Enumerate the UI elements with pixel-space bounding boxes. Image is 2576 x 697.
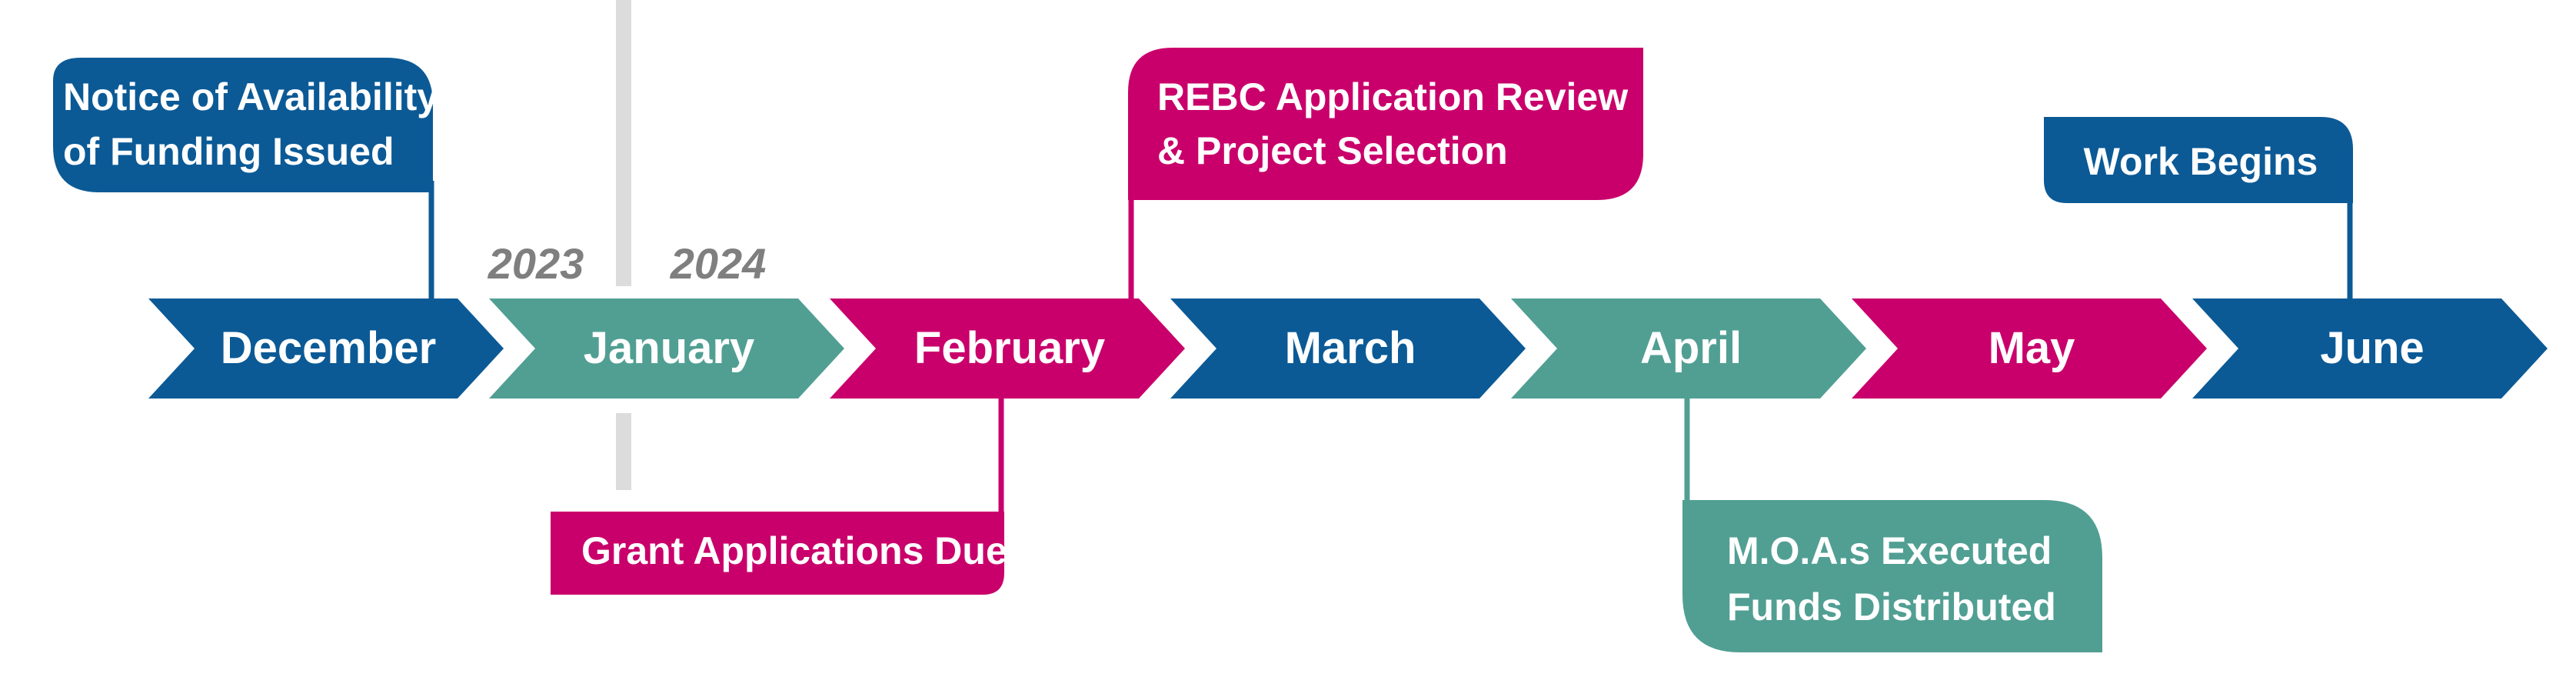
month-label-february: February <box>914 323 1105 373</box>
month-chevron-june: June <box>2192 298 2548 399</box>
year-label-2023: 2023 <box>488 239 584 288</box>
callout-rebc-line-1: REBC Application Review <box>1157 75 1628 118</box>
year-divider-upper <box>616 0 631 286</box>
callout-box-grant-due <box>551 512 1004 595</box>
month-label-march: March <box>1285 323 1416 373</box>
month-chevron-march: March <box>1170 298 1526 399</box>
month-chevron-may: May <box>1852 298 2207 399</box>
year-divider-lower <box>616 413 631 490</box>
callout-notice-line-2: of Funding Issued <box>63 130 394 173</box>
month-chevron-february: February <box>830 298 1185 399</box>
callout-box-moa <box>1682 500 2102 652</box>
month-label-june: June <box>2320 323 2424 373</box>
month-chevron-april: April <box>1511 298 1866 399</box>
callout-grant-due-text: Grant Applications Due <box>581 529 1007 572</box>
month-chevron-january: January <box>489 298 844 399</box>
month-label-december: December <box>221 323 436 373</box>
callout-moa-line-1: M.O.A.s Executed <box>1727 529 2052 572</box>
month-label-april: April <box>1640 323 1742 373</box>
callout-box-work-begins <box>2044 117 2353 203</box>
callout-work-begins-text: Work Begins <box>2084 140 2318 183</box>
callout-box-notice <box>53 58 433 192</box>
callout-rebc-line-2: & Project Selection <box>1157 129 1508 172</box>
callout-notice-line-1: Notice of Availability <box>63 75 438 118</box>
year-label-2024: 2024 <box>670 239 767 288</box>
month-label-january: January <box>584 323 754 373</box>
month-label-may: May <box>1989 323 2075 373</box>
month-chevron-december: December <box>148 298 504 399</box>
callout-moa-line-2: Funds Distributed <box>1727 585 2056 629</box>
callout-box-rebc-review <box>1128 48 1643 200</box>
